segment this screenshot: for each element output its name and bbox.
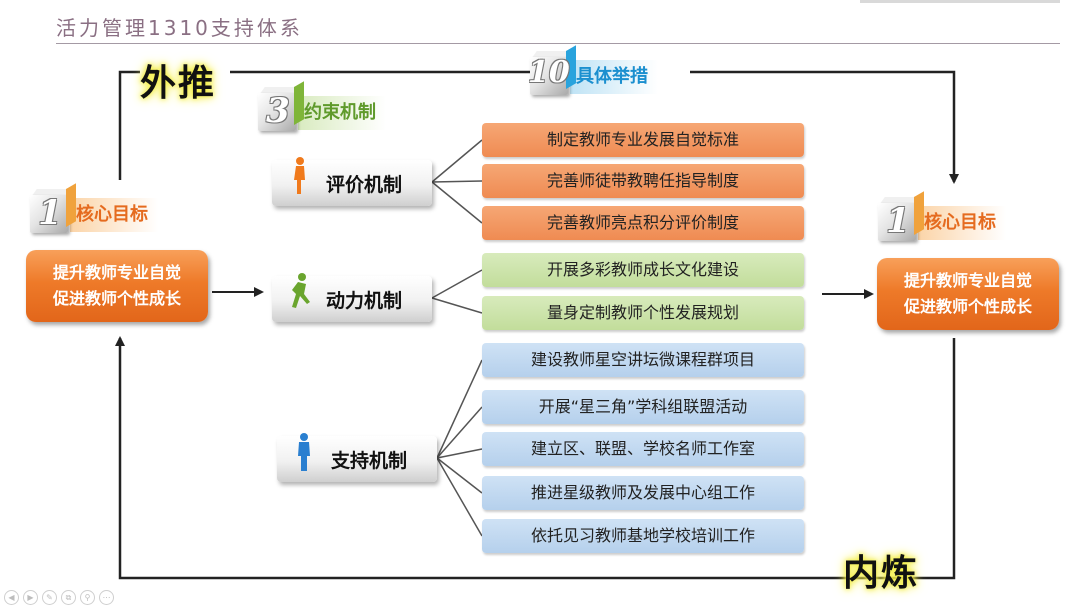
goal-line-2: 促进教师个性成长 (52, 289, 181, 308)
cube-icon: 1 (30, 183, 76, 233)
badge-number: 3 (266, 91, 290, 131)
badge-label: 约束机制 (298, 96, 386, 130)
inner-refine-label: 内炼 (843, 552, 920, 594)
more-icon[interactable]: ⋯ (99, 590, 114, 605)
title-divider (56, 43, 1060, 44)
measure-item: 完善教师亮点积分评价制度 (482, 206, 804, 240)
goal-line-2: 促进教师个性成长 (903, 297, 1032, 316)
measure-item: 建立区、联盟、学校名师工作室 (482, 432, 804, 466)
pen-icon[interactable]: ✎ (42, 590, 57, 605)
badge-number: 1 (886, 201, 910, 241)
measure-item: 量身定制教师个性发展规划 (482, 296, 804, 330)
measure-item: 依托见习教师基地学校培训工作 (482, 519, 804, 553)
mechanism-label: 评价机制 (326, 173, 403, 196)
measure-item: 开展“星三角”学科组联盟活动 (482, 390, 804, 424)
core-goal-box-right: 提升教师专业自觉 促进教师个性成长 (877, 258, 1059, 330)
top-right-tab (860, 0, 1060, 3)
mechanism-evaluation: 评价机制 (272, 157, 432, 206)
badge-label: 核心目标 (918, 206, 1006, 240)
running-figure-icon (292, 273, 310, 308)
outer-loop-line (118, 70, 954, 182)
page-title: 活力管理1310支持体系 (56, 16, 303, 40)
goal-line-1: 提升教师专业自觉 (52, 263, 181, 282)
fan-lines-motivation (431, 269, 483, 314)
slide-nav-bar: ◀ ▶ ✎ ⧉ ⚲ ⋯ (4, 590, 114, 605)
mechanism-motivation: 动力机制 (272, 273, 432, 322)
zoom-icon[interactable]: ⚲ (80, 590, 95, 605)
fan-lines-support (436, 359, 483, 537)
badge-number: 1 (38, 193, 62, 233)
measures-badge: 10 具体举措 (528, 45, 658, 96)
next-icon[interactable]: ▶ (23, 590, 38, 605)
constraints-badge: 3 约束机制 (258, 81, 386, 132)
measure-item: 开展多彩教师成长文化建设 (482, 253, 804, 287)
measure-item: 建设教师星空讲坛微课程群项目 (482, 343, 804, 377)
inner-loop-line (115, 336, 956, 580)
badge-number: 10 (528, 55, 570, 90)
cube-icon: 10 (528, 45, 576, 95)
core-goal-badge-right: 1 核心目标 (878, 191, 1006, 242)
cube-icon: 3 (258, 81, 304, 131)
prev-icon[interactable]: ◀ (4, 590, 19, 605)
measure-item: 推进星级教师及发展中心组工作 (482, 476, 804, 510)
fan-lines-evaluation (431, 139, 483, 224)
goal-line-1: 提升教师专业自觉 (903, 271, 1032, 290)
standing-figure-icon (298, 433, 310, 471)
mechanism-label: 支持机制 (331, 449, 408, 472)
badge-label: 核心目标 (70, 198, 158, 232)
cube-icon: 1 (878, 191, 924, 241)
core-goal-badge-left: 1 核心目标 (30, 183, 158, 234)
badge-label: 具体举措 (570, 60, 658, 94)
measure-item: 制定教师专业发展自觉标准 (482, 123, 804, 157)
walking-figure-icon (294, 157, 305, 194)
core-goal-box-left: 提升教师专业自觉 促进教师个性成长 (26, 250, 208, 322)
measure-item: 完善师徒带教聘任指导制度 (482, 164, 804, 198)
copy-icon[interactable]: ⧉ (61, 590, 76, 605)
outer-push-label: 外推 (140, 62, 217, 104)
mechanism-support: 支持机制 (277, 433, 437, 482)
mechanism-label: 动力机制 (326, 289, 403, 312)
